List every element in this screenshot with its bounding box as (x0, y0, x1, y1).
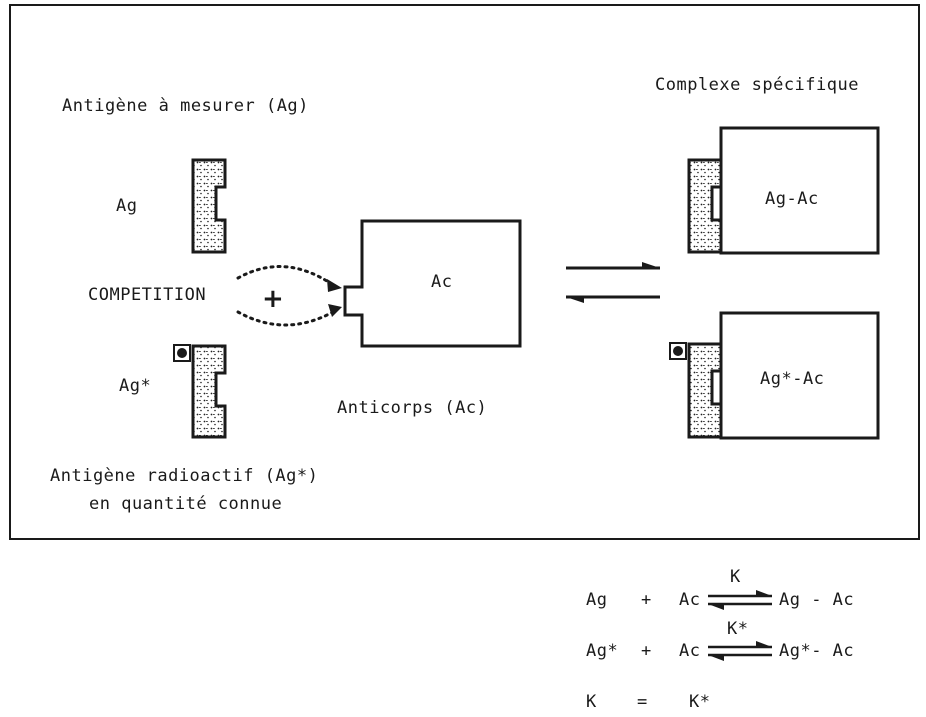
eq3-left: K (586, 692, 597, 712)
competition-plus: + (262, 284, 284, 314)
radioactive-dot-bound (673, 346, 683, 356)
antibody-ac-label: Ac (431, 272, 452, 292)
agstar-label: Ag* (119, 376, 151, 396)
antigen-to-measure-label: Antigène à mesurer (Ag) (62, 96, 309, 116)
known-quantity-label: en quantité connue (89, 494, 282, 514)
eq2-constant: K* (727, 619, 748, 639)
eq3-equals: = (637, 692, 648, 712)
antigen-ag-shape (193, 160, 225, 252)
complex-agstar-ac-label: Ag*-Ac (760, 369, 824, 389)
equilibrium-head-reverse (566, 297, 584, 303)
complex-agstar-ac-antigen (689, 344, 721, 437)
eq3-right: K* (689, 692, 710, 712)
competition-arrow-lower (238, 312, 333, 325)
eq1-left: Ag (586, 590, 607, 610)
ag-label: Ag (116, 196, 137, 216)
competition-label: COMPETITION (88, 285, 206, 305)
radioactive-antigen-label: Antigène radioactif (Ag*) (50, 466, 318, 486)
competition-arrow-upper (238, 267, 333, 285)
equilibrium-head-forward (642, 262, 660, 268)
eq1-plus: + (641, 590, 652, 610)
antigen-agstar-shape (193, 346, 225, 437)
complex-ag-ac-antigen (689, 160, 721, 252)
eq1-reactant: Ac (679, 590, 700, 610)
specific-complex-label: Complexe spécifique (655, 75, 859, 95)
complex-ag-ac-label: Ag-Ac (765, 189, 819, 209)
competition-arrowhead-lower (328, 304, 342, 317)
eq2-product: Ag*- Ac (779, 641, 854, 661)
radioactive-dot-free (177, 348, 187, 358)
eq2-reactant: Ac (679, 641, 700, 661)
antibody-label: Anticorps (Ac) (337, 398, 487, 418)
eq1-constant: K (730, 567, 741, 587)
competition-arrowhead-upper (327, 279, 342, 292)
eq1-product: Ag - Ac (779, 590, 854, 610)
eq2-plus: + (641, 641, 652, 661)
eq2-left: Ag* (586, 641, 618, 661)
